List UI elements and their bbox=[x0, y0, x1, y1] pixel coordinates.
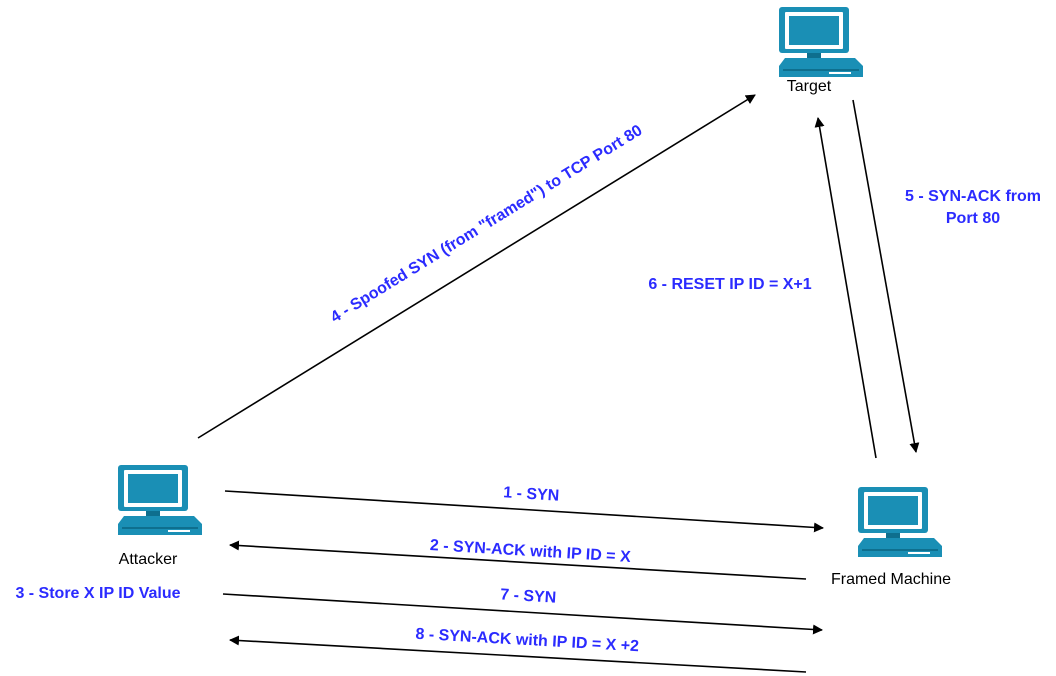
arrow-spoofed-syn bbox=[197, 94, 756, 439]
step-2-label: 2 - SYN-ACK with IP ID = X bbox=[429, 537, 631, 566]
step-3-label: 3 - Store X IP ID Value bbox=[15, 585, 180, 602]
attacker-computer-icon bbox=[118, 465, 202, 535]
framed-machine-label: Framed Machine bbox=[831, 571, 951, 588]
arrow-step-7 bbox=[222, 593, 823, 635]
arrow-step-8 bbox=[229, 635, 807, 673]
step-6-label: 6 - RESET IP ID = X+1 bbox=[648, 276, 811, 293]
arrow-syn-ack-port-80 bbox=[852, 99, 920, 453]
arrow-reset bbox=[814, 117, 877, 459]
framed-machine-computer-icon bbox=[858, 487, 942, 557]
step-1-label: 1 - SYN bbox=[503, 484, 560, 504]
arrow-step-1 bbox=[224, 490, 824, 533]
target-label: Target bbox=[787, 78, 832, 95]
step-8-label: 8 - SYN-ACK with IP ID = X +2 bbox=[415, 626, 639, 655]
attacker-label: Attacker bbox=[119, 551, 178, 568]
arrow-step-2 bbox=[229, 540, 807, 580]
step-5-label-line-2: Port 80 bbox=[946, 210, 1000, 227]
step-5-label-line-1: 5 - SYN-ACK from bbox=[905, 188, 1041, 205]
target-computer-icon bbox=[779, 7, 863, 77]
step-4-label: 4 - Spoofed SYN (from "framed") to TCP P… bbox=[328, 122, 646, 326]
step-7-label: 7 - SYN bbox=[500, 586, 557, 606]
